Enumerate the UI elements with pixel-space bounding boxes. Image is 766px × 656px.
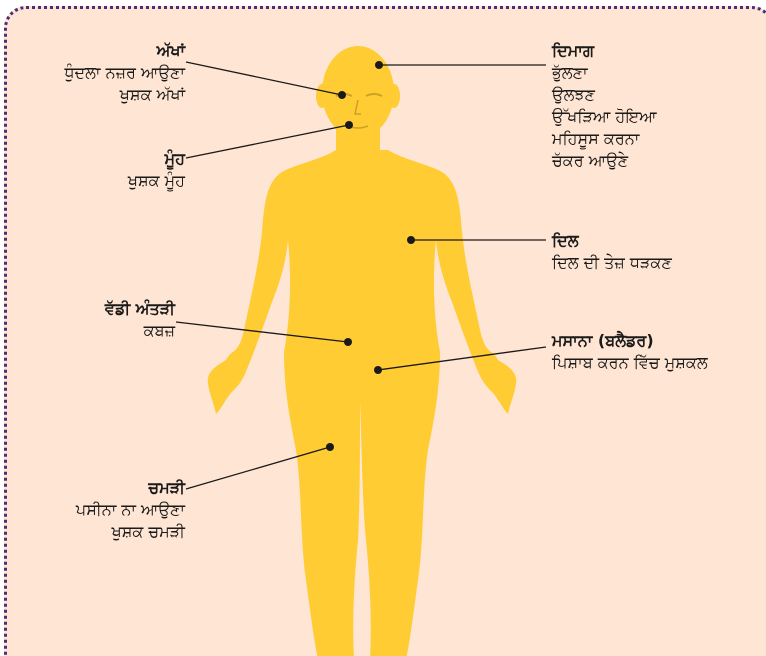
heart-dot	[407, 236, 415, 244]
bladder-dot	[374, 366, 382, 374]
eyes-leader-line	[186, 62, 342, 95]
brain-title: ਦਿਮਾਗ	[552, 40, 657, 62]
skin-item-1: ਪਸੀਨਾ ਨਾ ਆਉਣਾ	[76, 499, 185, 521]
mouth-label: ਮੂੰਹ ਖੁਸ਼ਕ ਮੂੰਹ	[128, 148, 185, 192]
bladder-title: ਮਸਾਨਾ (ਬਲੈਡਰ)	[552, 330, 708, 352]
body-shape	[208, 150, 517, 656]
brain-item-4: ਮਹਿਸੂਸ ਕਰਨਾ	[552, 128, 657, 150]
bladder-label: ਮਸਾਨਾ (ਬਲੈਡਰ) ਪਿਸ਼ਾਬ ਕਰਨ ਵਿੱਚ ਮੁਸ਼ਕਲ	[552, 330, 708, 374]
brain-item-5: ਚੱਕਰ ਆਉਣੇ	[552, 150, 657, 172]
mouth-title: ਮੂੰਹ	[128, 148, 185, 170]
left-ear	[316, 84, 328, 108]
heart-title: ਦਿਲ	[552, 230, 672, 252]
eyes-label: ਅੱਖਾਂ ਧੁੰਦਲਾ ਨਜ਼ਰ ਆਉਣਾ ਖੁਸ਼ਕ ਅੱਖਾਂ	[64, 40, 185, 106]
mouth-dot	[345, 121, 353, 129]
skin-dot	[326, 443, 334, 451]
large-intestine-title: ਵੱਡੀ ਅੰਤੜੀ	[105, 298, 175, 320]
large-intestine-dot	[344, 338, 352, 346]
brain-item-3: ਉੱਖੜਿਆ ਹੋਇਆ	[552, 106, 657, 128]
right-ear	[388, 84, 400, 108]
heart-label: ਦਿਲ ਦਿਲ ਦੀ ਤੇਜ਼ ਧੜਕਣ	[552, 230, 672, 274]
brain-label: ਦਿਮਾਗ ਭੁੱਲਣਾ ਉਲਝਣ ਉੱਖੜਿਆ ਹੋਇਆ ਮਹਿਸੂਸ ਕਰਨ…	[552, 40, 657, 172]
large-intestine-label: ਵੱਡੀ ਅੰਤੜੀ ਕਬਜ਼	[105, 298, 175, 342]
eyes-item-2: ਖੁਸ਼ਕ ਅੱਖਾਂ	[64, 84, 185, 106]
heart-item-1: ਦਿਲ ਦੀ ਤੇਜ਼ ਧੜਕਣ	[552, 252, 672, 274]
brain-item-2: ਉਲਝਣ	[552, 84, 657, 106]
eyes-dot	[338, 91, 346, 99]
head-shape	[322, 46, 394, 138]
eyes-item-1: ਧੁੰਦਲਾ ਨਜ਼ਰ ਆਉਣਾ	[64, 62, 185, 84]
skin-item-2: ਖੁਸ਼ਕ ਚਮੜੀ	[76, 521, 185, 543]
human-silhouette	[208, 46, 517, 656]
brain-item-1: ਭੁੱਲਣਾ	[552, 62, 657, 84]
eyes-title: ਅੱਖਾਂ	[64, 40, 185, 62]
mouth-item-1: ਖੁਸ਼ਕ ਮੂੰਹ	[128, 170, 185, 192]
large-intestine-item-1: ਕਬਜ਼	[105, 320, 175, 342]
skin-label: ਚਮੜੀ ਪਸੀਨਾ ਨਾ ਆਉਣਾ ਖੁਸ਼ਕ ਚਮੜੀ	[76, 477, 185, 543]
brain-dot	[375, 61, 383, 69]
mouth-leader-line	[186, 125, 349, 158]
skin-title: ਚਮੜੀ	[76, 477, 185, 499]
bladder-item-1: ਪਿਸ਼ਾਬ ਕਰਨ ਵਿੱਚ ਮੁਸ਼ਕਲ	[552, 352, 708, 374]
